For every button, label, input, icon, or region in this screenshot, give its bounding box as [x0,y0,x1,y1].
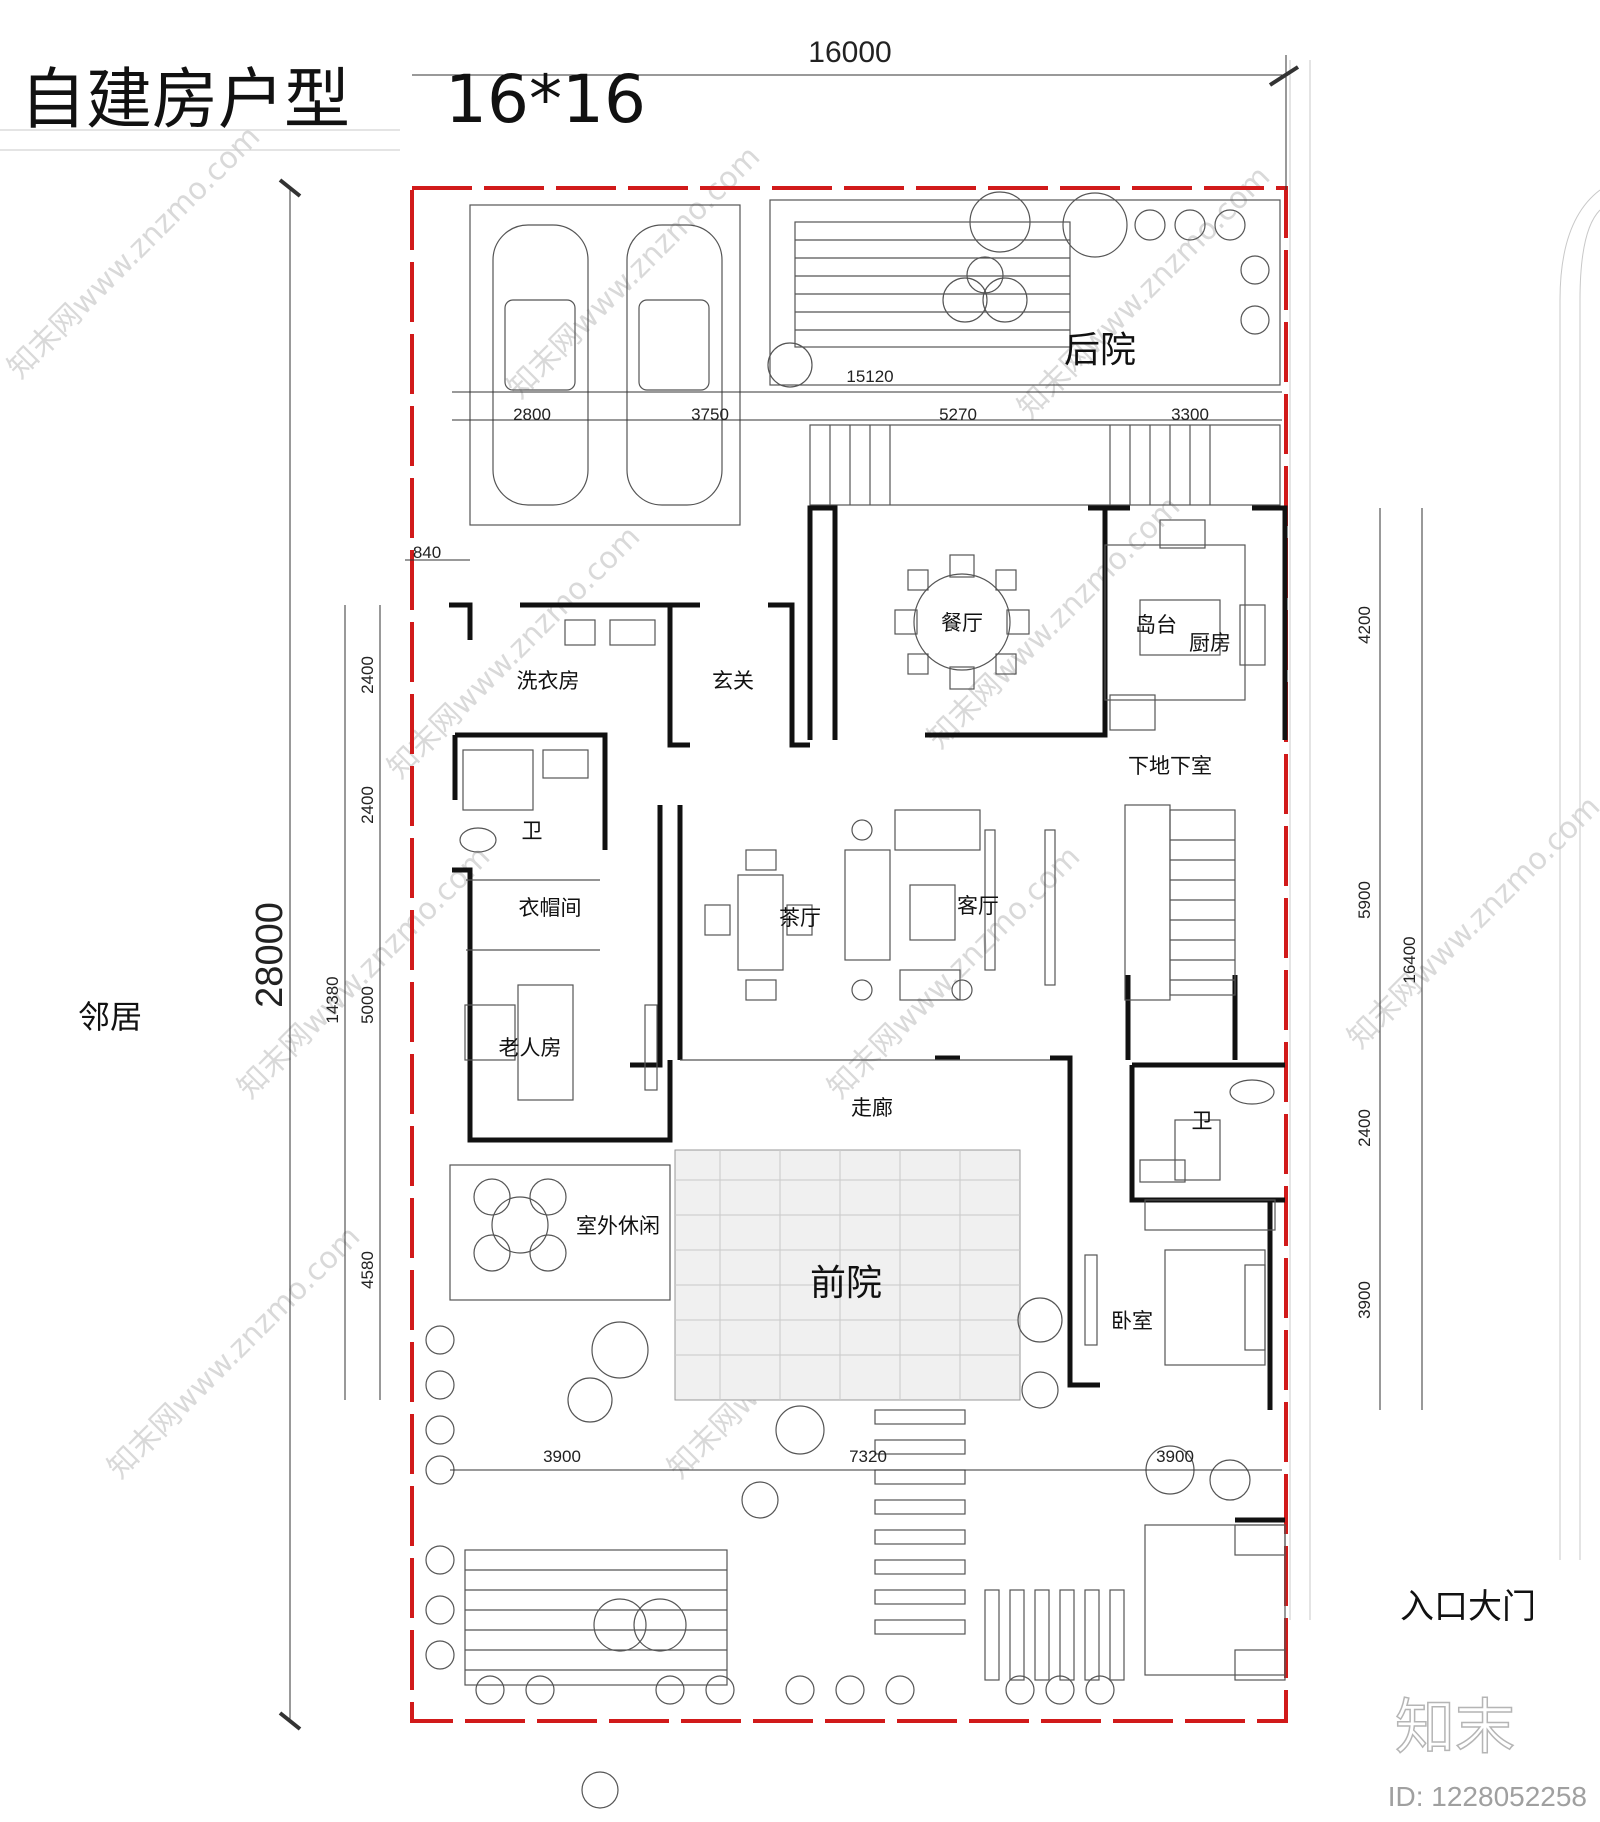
dim-right-3: 2400 [1355,1109,1374,1147]
watermark-9: 知末网www.znzmo.com [101,1219,367,1485]
label-entrance-gate: 入口大门 [1400,1587,1536,1627]
site-boundary [410,186,1288,1723]
car-icon [626,224,723,506]
west-wing-fixtures [459,749,658,1101]
context-lines [0,60,1600,1620]
dim-right-total: 16400 [1400,936,1419,983]
dim-front-3: 3900 [1156,1447,1194,1466]
watermark-2: 知末网www.znzmo.com [501,139,767,405]
front-garden [425,1297,1286,1809]
dim-overall-width: 16000 [808,36,891,69]
dim-back-span: 15120 [846,367,893,386]
dining-table [894,554,1030,690]
front-yard-area [449,1059,1050,1401]
dim-back-3: 5270 [939,405,977,424]
size-label: 16*16 [445,61,646,138]
room-elder: 老人房 [499,1036,562,1060]
dim-left-1: 2400 [358,656,377,694]
room-outdoor-leisure: 室外休闲 [576,1214,660,1238]
back-yard-area [767,191,1281,388]
dim-left-total: 14380 [323,976,342,1023]
room-bath-right: 卫 [1192,1109,1213,1133]
label-neighbor: 邻居 [78,998,142,1036]
living-furniture [844,809,1056,1001]
dim-back-4: 3300 [1171,405,1209,424]
basement-stair [1124,804,1236,1001]
dim-right-2: 5900 [1355,881,1374,919]
dim-front-1: 3900 [543,1447,581,1466]
back-terrace-steps [809,424,1281,506]
room-bedroom: 卧室 [1111,1309,1153,1333]
dim-right-4: 3900 [1355,1281,1374,1319]
watermark-3: 知末网www.znzmo.com [1011,159,1277,425]
room-corridor: 走廊 [851,1096,893,1120]
brand-logo-text: 知末 [1395,1693,1515,1763]
dim-right-1: 4200 [1355,606,1374,644]
room-island: 岛台 [1135,613,1177,637]
brand-id-text: ID: 1228052258 [1388,1781,1587,1812]
dim-left-4: 4580 [358,1251,377,1289]
dim-overall-depth: 28000 [249,902,291,1008]
room-living: 客厅 [957,894,999,918]
dim-left-small: 840 [413,543,441,562]
room-bath-left: 卫 [522,819,543,843]
kitchen-fixtures [1104,519,1266,731]
dim-back-1: 2800 [513,405,551,424]
dim-front-2: 7320 [849,1447,887,1466]
watermark-1: 知末网www.znzmo.com [1,119,267,385]
room-cloakroom: 衣帽间 [519,896,582,920]
room-tea: 茶厅 [779,906,821,930]
tea-furniture [704,849,813,1001]
garage-parking [469,204,741,526]
room-front-yard: 前院 [810,1263,882,1304]
room-kitchen: 厨房 [1189,631,1231,655]
car-icon [492,224,589,506]
room-basement-stair: 下地下室 [1128,754,1212,778]
room-laundry: 洗衣房 [517,669,580,693]
laundry-fixtures [564,619,656,646]
dim-back-2: 3750 [691,405,729,424]
watermark-7: 知末网www.znzmo.com [821,839,1087,1105]
dimension-lines [278,55,1423,1731]
dim-left-3: 5000 [358,986,377,1024]
page-title: 自建房户型 [20,61,350,138]
room-back-yard: 后院 [1064,330,1136,371]
east-wing-fixtures [1084,1079,1276,1366]
dim-left-2: 2400 [358,786,377,824]
room-dining: 餐厅 [941,611,983,635]
room-entry: 玄关 [712,669,754,693]
